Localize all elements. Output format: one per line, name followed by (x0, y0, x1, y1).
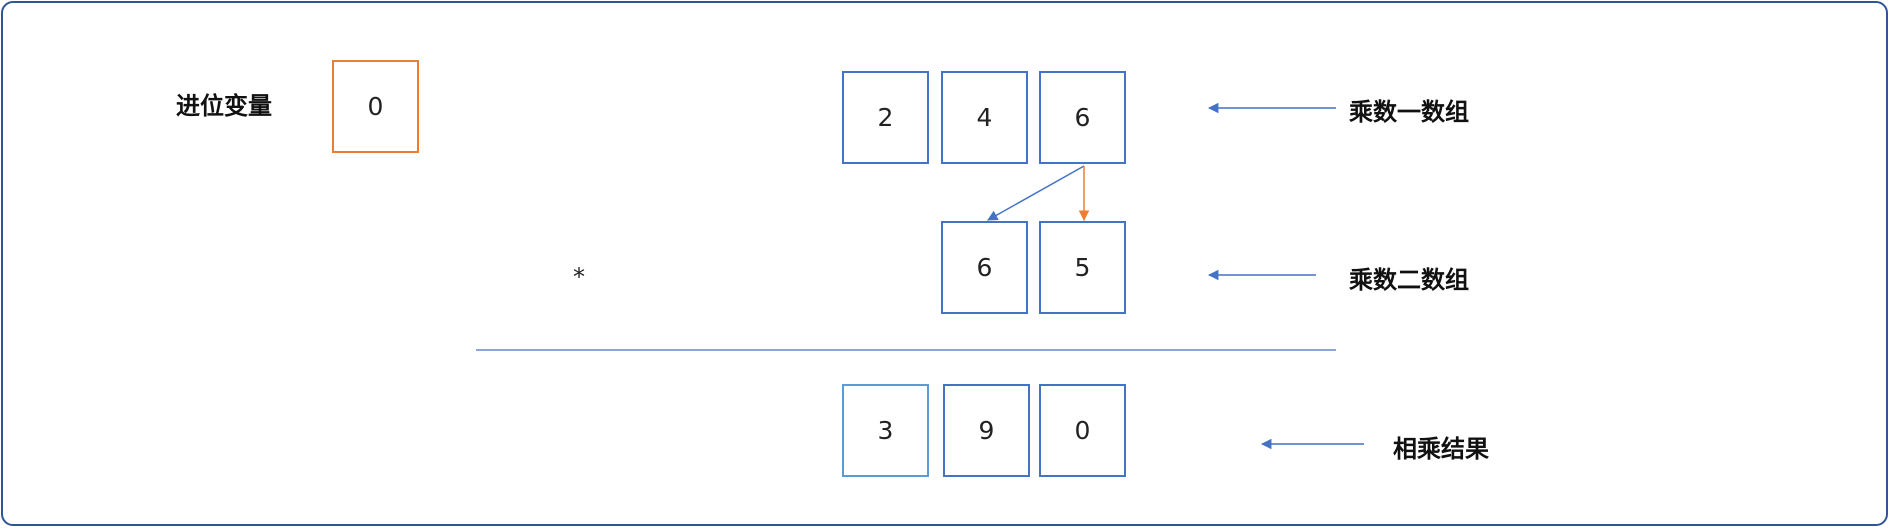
result-digit-0: 3 (842, 384, 929, 477)
multiplier1-digit-0: 2 (842, 71, 929, 164)
cross-multiply-arrow (987, 165, 1085, 221)
multiplier1-digit-1: 4 (941, 71, 1028, 164)
multiplier2-digit-0: 6 (941, 221, 1028, 314)
multiplier2-label: 乘数二数组 (1349, 266, 1469, 294)
result-digit-2: 0 (1039, 384, 1126, 477)
multiply-operator: * (573, 263, 585, 291)
multiplier2-digit-1: 5 (1039, 221, 1126, 314)
carry-label: 进位变量 (176, 92, 272, 120)
result-label: 相乘结果 (1393, 435, 1489, 463)
multiplier1-digit-2: 6 (1039, 71, 1126, 164)
multiplier1-label: 乘数一数组 (1349, 98, 1469, 126)
carry-box: 0 (332, 60, 419, 153)
result-digit-1: 9 (943, 384, 1030, 477)
